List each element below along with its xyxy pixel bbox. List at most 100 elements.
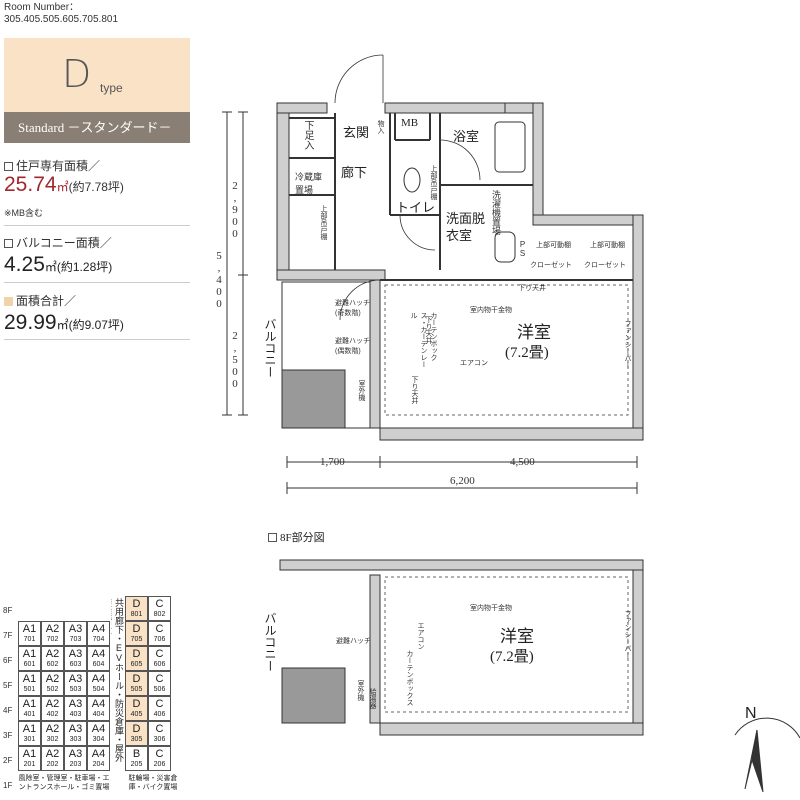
unit-type: A2 [45,623,60,635]
unit-type: A3 [68,748,83,760]
room-washroom: 洗面脱衣室 [446,211,486,243]
unit-number: 302 [46,736,59,743]
partial-laundry-hook: 室内物干金物 [470,605,512,612]
unit-type: D [132,598,141,610]
unit-type: A4 [91,648,106,660]
unit-type: A1 [22,673,37,685]
unit-type: A3 [68,648,83,660]
unit-number: 205 [130,761,143,768]
unit-type: A1 [22,723,37,735]
partial-plan-title: 8F部分図 [268,529,325,545]
unit-type: D [132,648,141,660]
dim-v-total: 5,400 [213,250,225,310]
unit-type: A4 [91,698,106,710]
room-closet-1: クローゼット [530,262,572,269]
checkbox-icon [4,239,13,248]
checkbox-icon [4,162,13,171]
partial-western-size: (7.2畳) [490,649,534,665]
unit-number: 605 [130,661,143,668]
divider [4,282,190,283]
unit-type: D [132,723,141,735]
divider [4,339,190,340]
unit-number: 401 [23,711,36,718]
unit-number: 504 [92,686,105,693]
unit-number: 304 [92,736,105,743]
type-card [4,38,190,112]
floor-label: 3F [3,731,13,740]
unit-number: 406 [153,711,166,718]
upper-shelf-4: 上部吊戸棚 [430,165,437,200]
unit-number: 602 [46,661,59,668]
room-ps: PS [518,240,527,258]
unit-type: A1 [22,698,37,710]
unit-number: 802 [153,611,166,618]
room-shoe-cabinet: 下足入 [302,120,313,150]
shared-column-label: 共用廊下・EVホール・防災倉庫・屋外避難階段 [111,598,124,762]
room-hall: 廊下 [341,165,368,180]
unit-type: A3 [68,698,83,710]
unit-type: C [155,723,164,735]
unit-number: 502 [46,686,59,693]
unit-type: A4 [91,748,106,760]
upper-shelf-1: 上部可動棚 [536,242,571,249]
unit-number: 701 [23,636,36,643]
floor-label: 1F [3,781,13,790]
type-suffix: type [100,81,123,95]
partial-curtain-box: カーテンボックス [406,650,413,706]
unit-type: C [155,623,164,635]
unit-number: 503 [69,686,82,693]
unit-type: C [155,748,164,760]
unit-type: C [155,598,164,610]
unit-type: D [132,673,141,685]
unit-number: 303 [69,736,82,743]
unit-number: 703 [69,636,82,643]
room-mb: MB [401,117,419,129]
floor-label: 8F [3,606,13,615]
upper-shelf-2: 上部可動棚 [590,242,625,249]
partial-western: 洋室 [500,627,534,646]
unit-number: 801 [130,611,143,618]
unit-type: A4 [91,673,106,685]
private-area-note: ※MB含む [4,208,44,218]
unit-type: C [155,648,164,660]
unit-number: 604 [92,661,105,668]
fan-heater: ファンシーバー [624,320,631,369]
type-letter: D [62,52,92,96]
unit-number: 505 [130,686,143,693]
unit-number: 702 [46,636,59,643]
unit-number: 501 [23,686,36,693]
room-balcony: バルコニー [263,318,277,378]
unit-type: A2 [45,648,60,660]
floor-label: 4F [3,706,13,715]
unit-number: 202 [46,761,59,768]
aircon: エアコン [460,360,488,367]
unit-type: D [132,623,141,635]
unit-number: 704 [92,636,105,643]
grade-bar: Standard －スタンダード－ [4,112,190,143]
unit-number: 705 [130,636,143,643]
unit-number: 301 [23,736,36,743]
room-fridge-space: 冷蔵庫置場 [295,172,323,195]
unit-type: A1 [22,648,37,660]
unit-type: A2 [45,673,60,685]
